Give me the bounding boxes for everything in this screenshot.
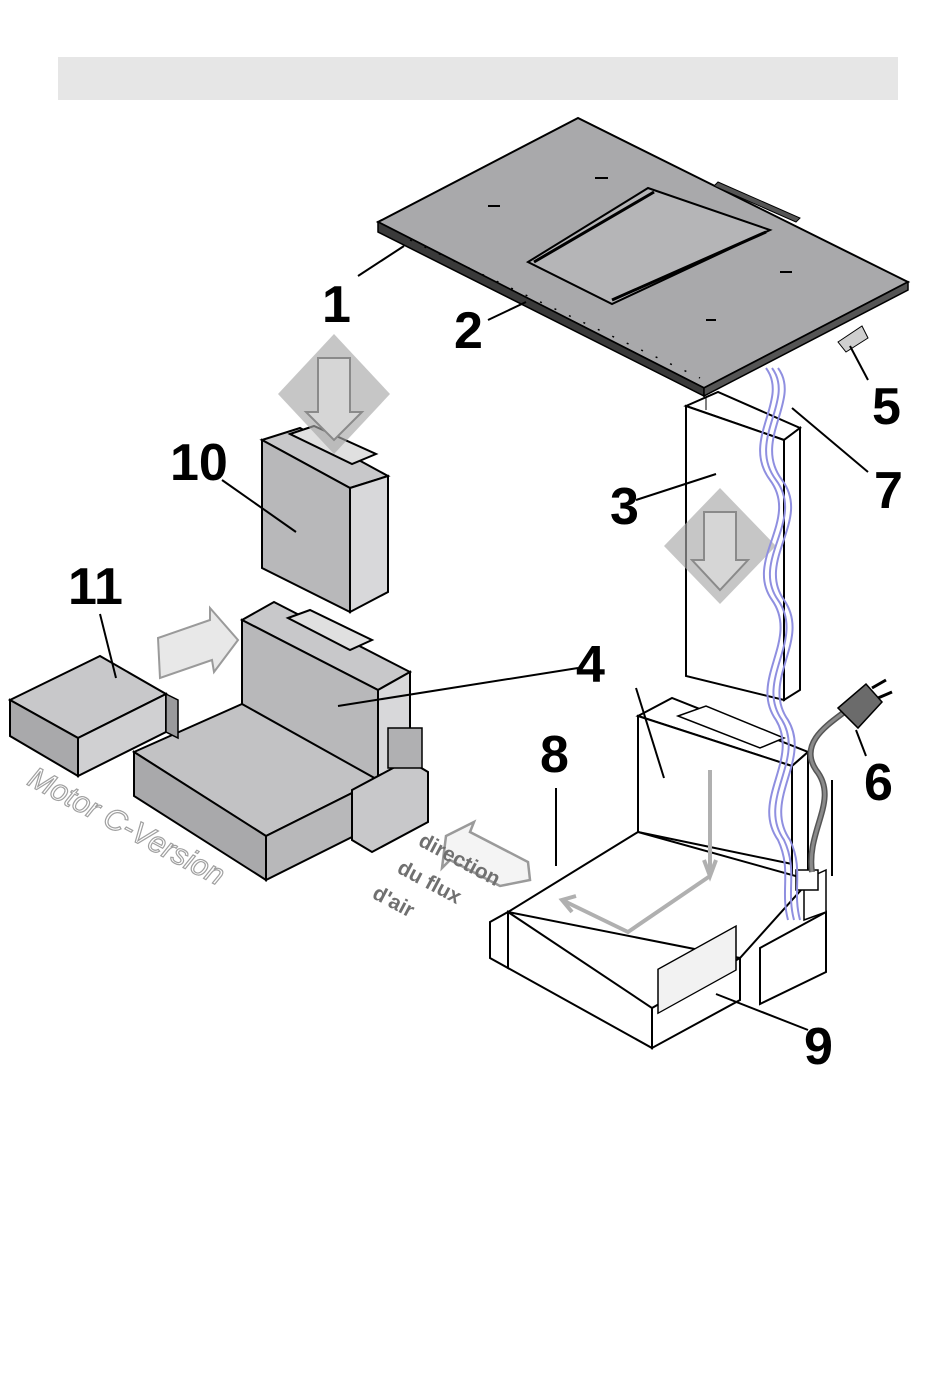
callout-3: 3	[610, 478, 639, 536]
motor-unit	[262, 334, 390, 612]
callout-5: 5	[872, 378, 901, 436]
callout-7: 7	[874, 462, 903, 520]
callout-6: 6	[864, 754, 893, 812]
callout-2: 2	[454, 302, 483, 360]
vertical-duct	[664, 392, 800, 700]
callout-8: 8	[540, 726, 569, 784]
callout-9: 9	[804, 1018, 833, 1076]
callout-1: 1	[322, 276, 351, 334]
callout-10: 10	[170, 434, 228, 492]
callout-11: 11	[68, 558, 123, 616]
airflow-label-line-3: d'air	[369, 881, 418, 922]
callout-4: 4	[576, 636, 605, 694]
